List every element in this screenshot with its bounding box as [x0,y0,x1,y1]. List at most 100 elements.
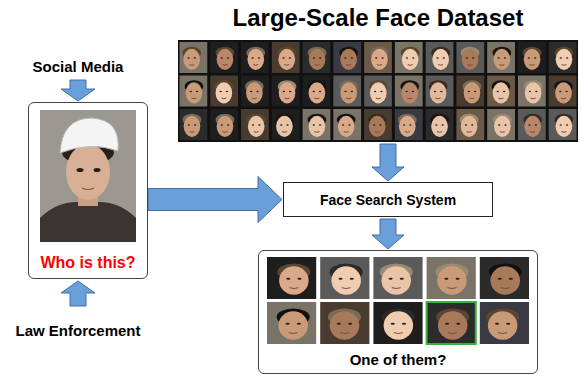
eye [528,124,530,125]
eye [313,124,315,125]
mouth [376,98,381,100]
face [248,116,265,137]
eye [297,278,301,280]
face [464,82,481,103]
face-photo [456,76,484,107]
face-photos [40,40,578,344]
eye [391,323,395,325]
mouth [253,64,258,66]
eye [412,57,414,58]
shoulders [40,202,136,242]
face-photo [241,109,269,140]
photo-ground [426,76,454,107]
eye [342,124,344,125]
photo-ground [456,76,484,107]
mouth [82,188,94,190]
node-text: Face Search System [320,192,456,208]
face [493,82,510,103]
face-photo [320,257,369,299]
eye [344,91,346,92]
eye [474,91,476,92]
face [331,266,361,295]
face-photo [267,257,316,299]
face-photo [333,42,361,73]
face [438,311,468,340]
face [309,116,326,137]
face-photo [480,302,529,344]
face-photo [364,76,392,107]
eye [289,91,291,92]
mouth [282,131,287,133]
face [555,82,572,103]
mouth [375,131,380,133]
eye [188,124,190,125]
input-arrow [61,281,95,306]
photo-ground [267,257,316,299]
mouth [498,98,503,100]
photo-ground [518,76,546,107]
photo-ground [549,42,577,73]
mouth [437,131,442,133]
photo-ground [272,42,300,73]
eye [351,91,353,92]
eye [509,278,513,280]
photo-ground [487,109,515,140]
mouth [222,64,227,66]
photo-ground [272,76,300,107]
eye [566,57,568,58]
mouth [289,332,298,334]
process-box: Face Search System [283,182,493,217]
block-arrow [372,144,404,181]
face [525,82,542,103]
mouth [189,64,194,66]
eye [442,124,444,125]
photo-ground [364,42,392,73]
face-photo [320,302,369,344]
eye [559,91,561,92]
eye [504,57,506,58]
face-photo [272,76,300,107]
block-arrow [372,219,404,249]
face [276,116,293,137]
eye [373,124,375,125]
face-photo [180,76,208,107]
face-photo [549,42,577,73]
eye [534,57,536,58]
photo-ground [241,42,269,73]
mouth [438,64,443,66]
face-photo [480,257,529,299]
mouth [189,131,194,133]
face [369,116,386,137]
mouth [252,98,257,100]
probe-photo [40,110,136,242]
face-photo [518,76,546,107]
source-label: Social Media [33,58,124,75]
face-photo [210,76,238,107]
eye [405,91,407,92]
face-photo [364,109,392,140]
face-photo [456,109,484,140]
face-photo [549,76,577,107]
face [183,49,200,70]
photo-ground [180,109,208,140]
source-label: Law Enforcement [15,322,140,339]
eye [286,124,288,125]
eye [472,57,474,58]
mouth [191,98,196,100]
eye [443,57,445,58]
mouth [531,98,536,100]
face [66,144,110,200]
eye [339,278,343,280]
face [401,82,418,103]
eye [280,124,282,125]
face [462,49,479,70]
face-photo [272,109,300,140]
match-highlight [427,302,476,344]
eye [251,57,253,58]
face [381,266,411,295]
mouth [340,332,349,334]
eye [252,124,254,125]
eye [565,91,567,92]
mouth [561,64,566,66]
eye [403,124,405,125]
